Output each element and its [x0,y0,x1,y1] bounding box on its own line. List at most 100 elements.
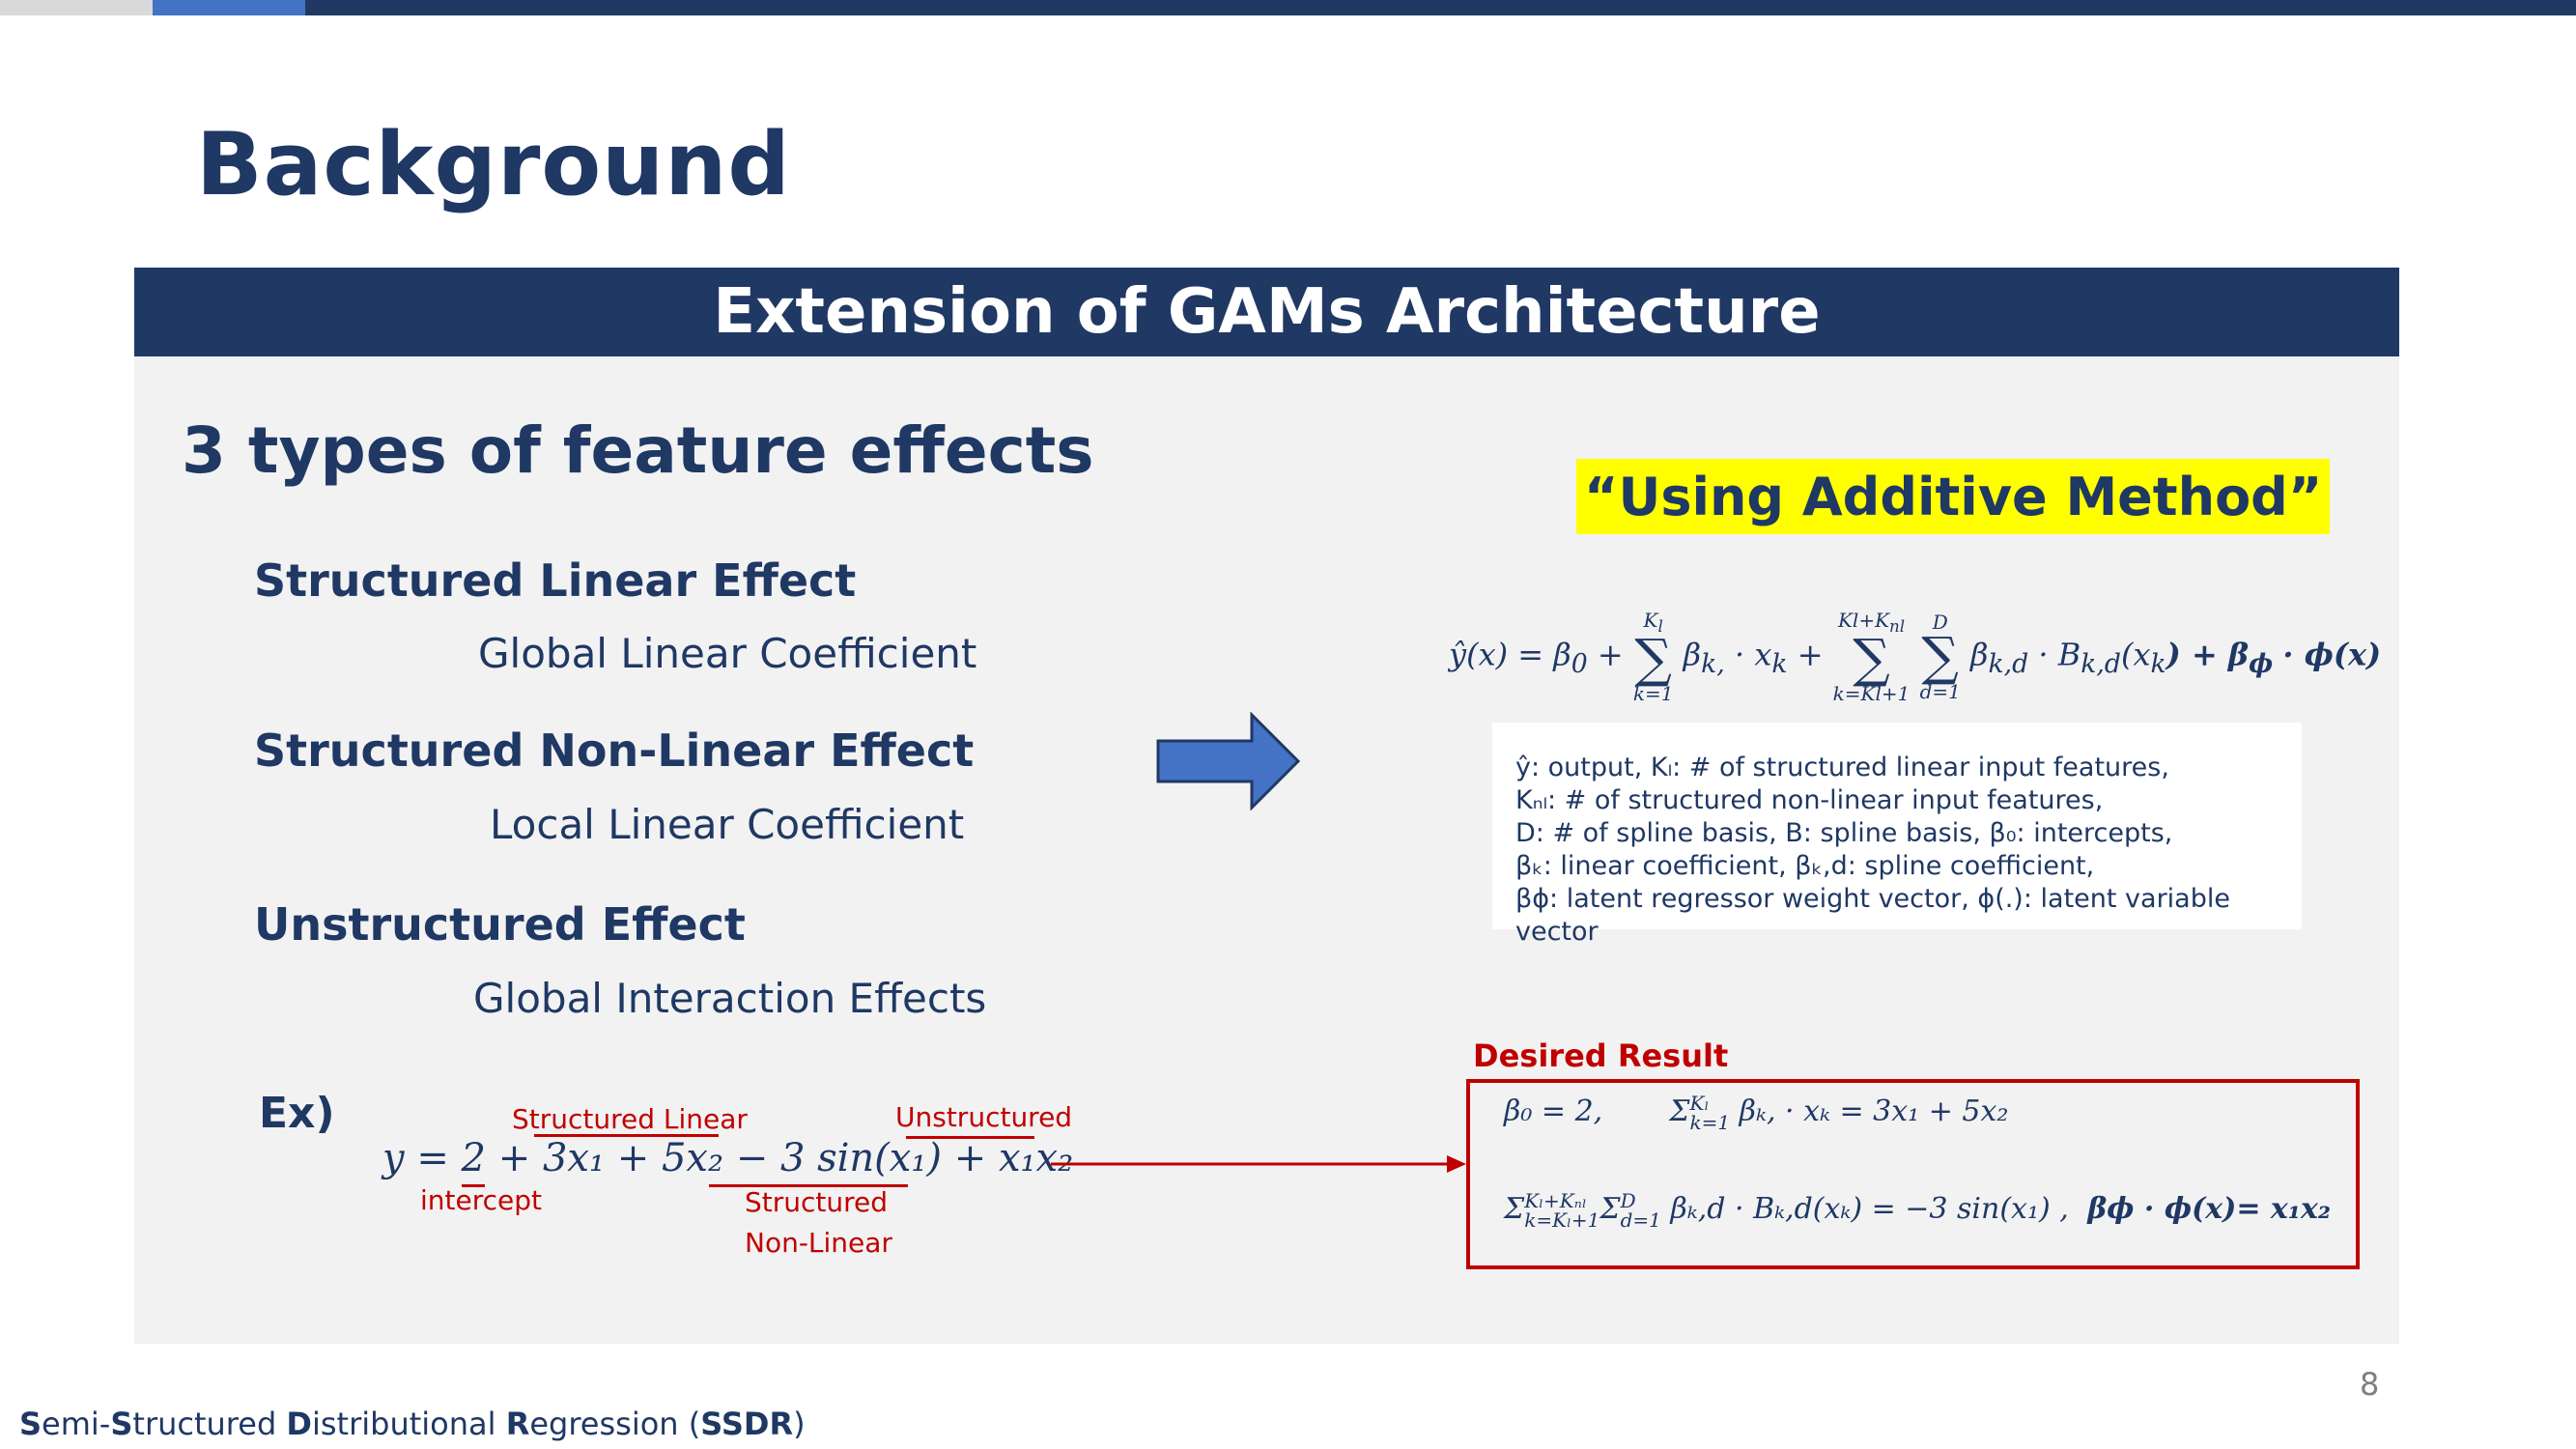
eq-part-minus: − [722,1136,780,1180]
result-sum-3: Σ [1599,1192,1621,1226]
formula-term1: β [1683,636,1702,673]
label-structured-linear: Structured Linear [512,1103,748,1135]
eq-part-intercept: 2 [461,1136,486,1180]
formula-term2-end: ) + β [2166,636,2250,673]
formula-phi-sub: ϕ [2249,648,2274,679]
legend-line: βₖ: linear coefficient, βₖ,d: spline coe… [1515,851,2095,881]
footer-title: Semi-Structured Distributional Regressio… [19,1406,806,1442]
underline-nonlinear [709,1184,908,1187]
effect-name-nonlinear: Structured Non-Linear Effect [254,724,975,777]
slide-title: Background [196,114,791,215]
example-equation: y = 2 + 3x₁ + 5x₂ − 3 sin(x₁) + x₁x₂ [382,1136,1073,1180]
effect-desc-linear: Global Linear Coefficient [478,630,977,677]
result-linear-term: βₖ, · xₖ = 3x₁ + 5x₂ [1739,1094,2009,1128]
sum2-top: K [1837,609,1853,632]
eq-part-plus-2: + [942,1136,999,1180]
legend-box: ŷ: output, Kₗ: # of structured linear in… [1492,723,2302,947]
result-nonlinear-term: βₖ,d · Bₖ,d(xₖ) = −3 sin(x₁) , [1670,1192,2069,1226]
formula-term2-bsub: k,d [2081,648,2121,679]
label-structured-nonlinear-2: Non-Linear [745,1227,892,1259]
formula-term2-xsub: k [2150,648,2166,679]
underline-intercept [462,1184,485,1187]
footer-part: egression ( [529,1406,701,1442]
eq-part-nonlinear: 3 sin(x₁) [779,1136,942,1180]
footer-part: istributional [311,1406,506,1442]
legend-line: ŷ: output, Kₗ: # of structured linear in… [1515,753,2169,782]
effect-desc-nonlinear: Local Linear Coefficient [490,801,965,848]
footer-part: S [110,1406,133,1442]
formula-term2-rest: (x [2120,636,2151,673]
eq-part-plus: + [486,1136,543,1180]
sum3-top: D [1932,611,1948,634]
label-unstructured: Unstructured [895,1101,1073,1133]
sum2-bottom: k=K [1832,682,1876,705]
result-unstructured-term: βϕ · ϕ(x)= x₁x₂ [2087,1192,2331,1226]
formula-term1-xsub: k [1771,648,1788,679]
section-banner: Extension of GAMs Architecture [134,268,2399,356]
formula-term2-mid: · B [2038,636,2081,673]
example-label: Ex) [259,1089,335,1138]
formula-term2-sub: k,d [1988,648,2029,679]
formula-term1-rest: · x [1734,636,1772,673]
footer-part: ) [793,1406,806,1442]
subtitle: 3 types of feature effects [182,413,1094,488]
footer-part: SSDR [700,1406,794,1442]
page-number: 8 [2360,1366,2380,1403]
effect-desc-unstructured: Global Interaction Effects [473,975,987,1022]
top-bar-navy [305,0,2576,15]
label-structured-nonlinear-1: Structured [745,1186,889,1218]
result-sum2-sub: k=Kₗ+1 [1524,1208,1600,1232]
result-sum3-sub: d=1 [1620,1208,1661,1232]
formula-plus-1: + [1597,636,1624,673]
top-bar-blue [153,0,305,15]
top-bar-gray [0,0,153,15]
formula-term2: β [1970,636,1989,673]
effect-name-unstructured: Unstructured Effect [254,898,746,951]
footer-part: S [19,1406,42,1442]
label-intercept: intercept [420,1184,542,1216]
formula-lhs: ŷ(x) = β [1449,636,1571,673]
sum2-bottom-rest: l+1 [1875,682,1911,705]
sum2-top-rest: l+K [1852,609,1890,632]
formula-term1-sub: k, [1701,648,1725,679]
effect-name-linear: Structured Linear Effect [254,554,857,607]
main-formula: ŷ(x) = β0 + Kl ∑ k=1 βk, · xk + Kl+Knl ∑… [1449,609,2381,705]
formula-plus-2: + [1797,636,1824,673]
result-box [1466,1079,2360,1269]
result-sum2-sup: Kₗ+Kₙₗ [1524,1189,1587,1212]
sum2-top-sub: nl [1889,617,1906,636]
red-arrow-icon [1051,1155,1466,1173]
sum1-top-sub: l [1657,617,1663,636]
sum-2: Kl+Knl ∑ k=Kl+1 [1832,609,1911,705]
footer-part: emi- [42,1406,111,1442]
sum3-bottom: d=1 [1919,680,1961,703]
result-sum1-sub: k=1 [1689,1111,1731,1134]
legend-line: βϕ: latent regressor weight vector, ϕ(.)… [1515,884,2230,947]
result-beta0: β₀ = 2, [1504,1094,1603,1128]
footer-part: tructured [132,1406,287,1442]
result-sum-2: Σ [1504,1192,1525,1226]
sum1-top: K [1643,609,1658,632]
sum-1: Kl ∑ k=1 [1632,609,1674,705]
sum-3: D ∑ d=1 [1919,611,1961,703]
highlight-text: “Using Additive Method” [1576,459,2331,534]
underline-unstructured [906,1136,1034,1139]
legend-line: Kₙₗ: # of structured non-linear input fe… [1515,785,2104,815]
formula-beta0-sub: 0 [1571,648,1588,679]
formula-phi-rest: · ϕ(x) [2282,636,2382,673]
result-title: Desired Result [1473,1037,1729,1074]
right-arrow-icon [1156,712,1301,810]
result-sum1-sup: Kₗ [1689,1092,1710,1115]
result-sum-1: Σ [1669,1094,1690,1128]
eq-part-linear: 3x₁ + 5x₂ [542,1136,723,1180]
underline-structured-linear [534,1134,719,1137]
footer-part: D [286,1406,312,1442]
legend-line: D: # of spline basis, B: spline basis, β… [1515,818,2173,848]
result-sum3-sup: D [1620,1189,1636,1212]
eq-part-interaction: x₁x₂ [998,1136,1074,1180]
eq-part-y: y = [382,1136,462,1180]
footer-part: R [505,1406,530,1442]
sum1-bottom: k=1 [1632,682,1674,705]
